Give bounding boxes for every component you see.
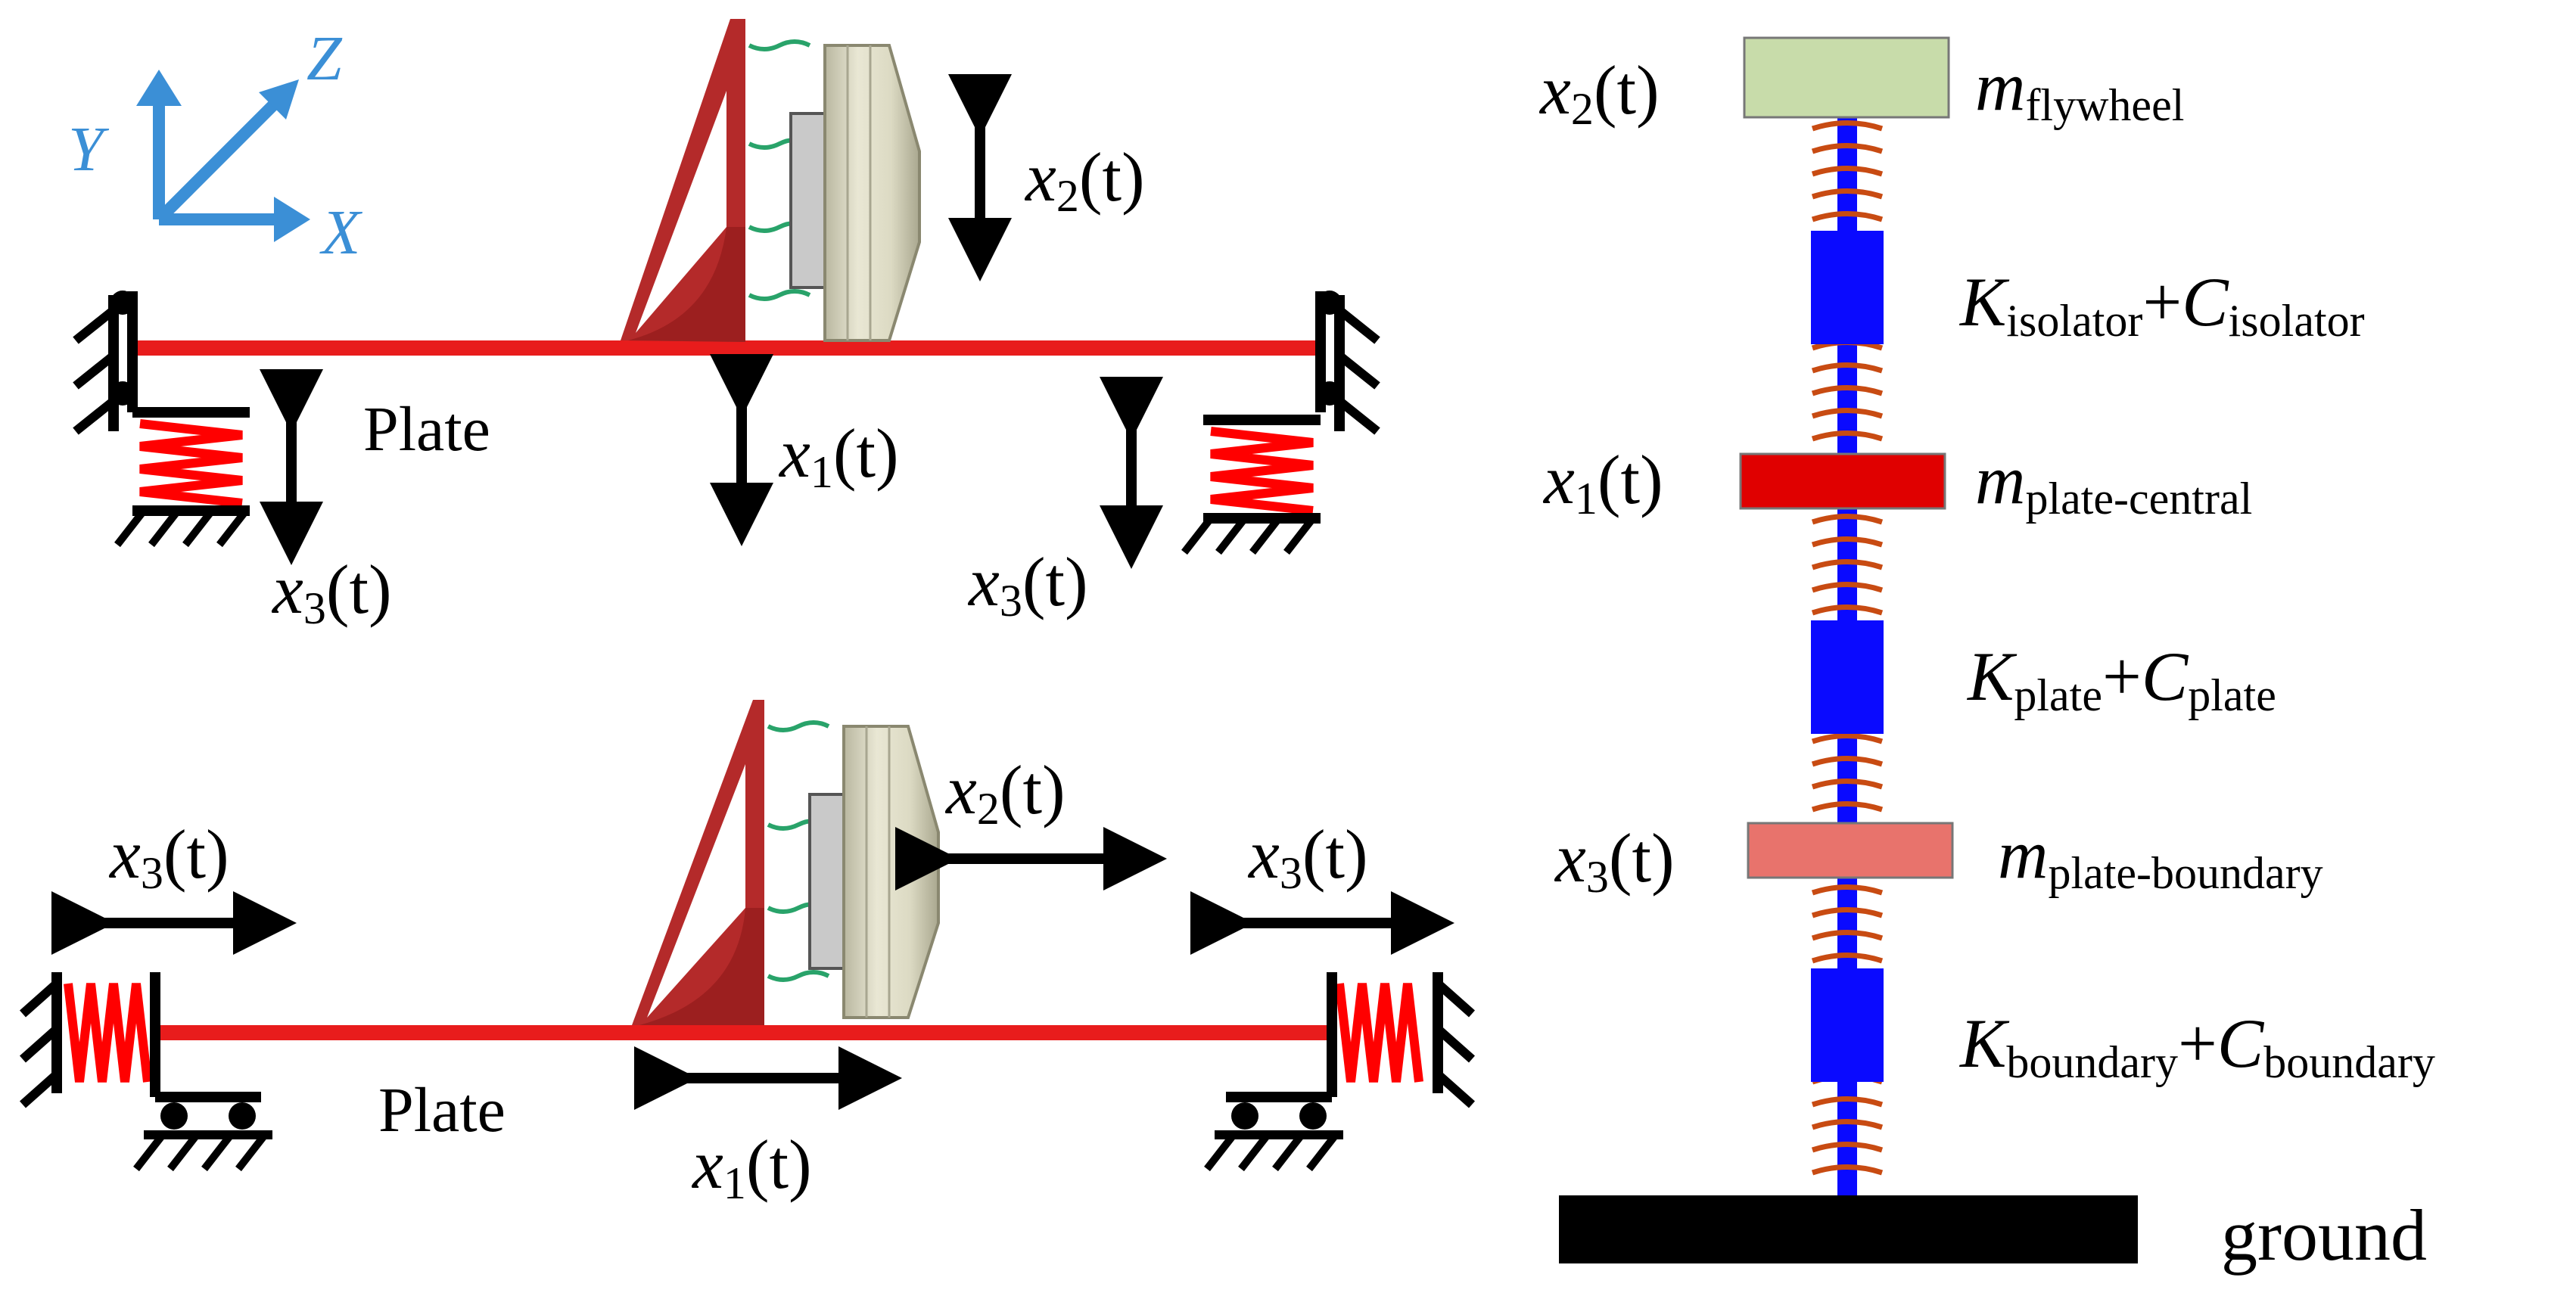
k-boundary-label: Kboundary+Cboundary	[1958, 1005, 2435, 1087]
x3-label-bottom-right: x3(t)	[1247, 816, 1368, 898]
left-support	[73, 291, 250, 548]
right-support	[1181, 291, 1380, 555]
flywheel-mass-block	[1743, 36, 1950, 119]
flywheel-assembly	[621, 19, 921, 342]
damper-isolator	[1811, 231, 1884, 344]
damper-plate	[1811, 620, 1884, 734]
k-plate-label: Kplate+Cplate	[1966, 638, 2276, 720]
x3-label-bottom-left: x3(t)	[108, 816, 229, 898]
m-flywheel-label: mflywheel	[1975, 48, 2184, 130]
plate-label-bottom: Plate	[378, 1075, 506, 1145]
model-x3-label: x3(t)	[1554, 819, 1675, 902]
central-mass-block	[1739, 452, 1946, 510]
x1-label-bottom: x1(t)	[691, 1126, 812, 1208]
damper-boundary	[1811, 968, 1884, 1082]
boundary-mass-block	[1747, 822, 1954, 879]
x2-label-bottom: x2(t)	[944, 751, 1066, 834]
m-plate-boundary-label: mplate-boundary	[1998, 816, 2323, 898]
flywheel-assembly-bottom	[632, 700, 940, 1025]
axis-z-label: Z	[306, 23, 343, 94]
plate-label-top: Plate	[363, 394, 490, 465]
coordinate-axes: Y Z X	[68, 23, 363, 268]
x1-label-top: x1(t)	[778, 415, 899, 497]
ground-block	[1559, 1195, 2138, 1263]
flywheel-disc	[823, 44, 921, 342]
right-boundary	[1204, 972, 1475, 1172]
mounting-bracket	[621, 19, 745, 342]
x3-label-top-right: x3(t)	[967, 543, 1088, 626]
model-x2-label: x2(t)	[1538, 51, 1660, 134]
x3-label-top-left: x3(t)	[271, 551, 392, 633]
ground-label: ground	[2221, 1195, 2427, 1276]
left-boundary	[20, 972, 272, 1172]
k-isolator-label: Kisolator+Cisolator	[1958, 263, 2365, 346]
m-plate-central-label: mplate-central	[1975, 441, 2252, 524]
model-x1-label: x1(t)	[1542, 441, 1663, 524]
x2-label-top: x2(t)	[1024, 138, 1145, 221]
axis-x-label: X	[319, 197, 363, 268]
bottom-configuration: Plate x3(t) x3(t) x2(t) x1(t)	[20, 700, 1475, 1208]
lumped-mass-model: x2(t) x1(t) x3(t) mflywheel Kisolator+Ci…	[1538, 36, 2435, 1276]
axis-y-label: Y	[68, 114, 110, 185]
top-configuration: Plate x2(t) x1(t) x3(t) x3(t)	[73, 19, 1380, 633]
